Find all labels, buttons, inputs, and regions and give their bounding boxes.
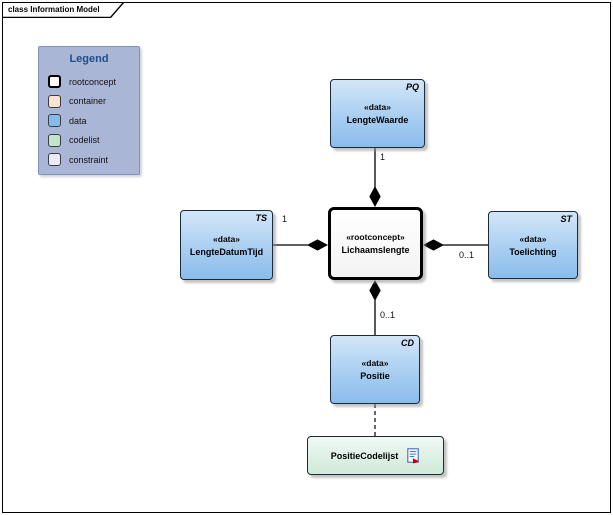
legend-item-rootconcept: rootconcept: [48, 72, 139, 92]
multiplicity-label: 0..1: [459, 250, 475, 260]
node-lichaamslengte[interactable]: «rootconcept» Lichaamslengte: [328, 207, 423, 280]
rootconcept-swatch-icon: [48, 75, 61, 89]
node-name: LengteWaarde: [346, 115, 409, 125]
stereotype-label: «data»: [519, 233, 547, 244]
node-name: Lichaamslengte: [341, 245, 410, 255]
stereotype-label: «data»: [364, 102, 391, 112]
container-swatch-icon: [48, 94, 61, 108]
legend-item-label: rootconcept: [69, 76, 117, 87]
node-name: Positie: [360, 371, 390, 381]
legend-item-label: codelist: [69, 135, 100, 146]
diagram-title: class Information Model: [8, 5, 100, 14]
node-positie[interactable]: CD «data» Positie: [330, 335, 420, 404]
legend-item-constraint: constraint: [48, 150, 139, 170]
legend-item-label: constraint: [69, 154, 109, 165]
multiplicity-label: 0..1: [380, 310, 396, 320]
type-tag: PQ: [405, 82, 419, 92]
multiplicity-label: 1: [282, 214, 288, 224]
stereotype-label: «rootconcept»: [346, 232, 405, 242]
data-swatch-icon: [48, 114, 61, 128]
multiplicity-label: 1: [380, 152, 386, 162]
legend-item-label: container: [69, 96, 107, 107]
type-tag: CD: [401, 338, 414, 348]
node-toelichting[interactable]: ST «data» Toelichting: [488, 211, 578, 279]
node-positiecodelijst[interactable]: PositieCodelijst: [307, 436, 444, 475]
type-tag: TS: [255, 213, 267, 223]
legend-item-container: container: [48, 92, 139, 112]
diagram-title-tab: class Information Model: [3, 3, 124, 18]
stereotype-label: «data»: [213, 233, 240, 244]
node-lengtedatumtijd[interactable]: TS «data» LengteDatumTijd: [180, 210, 273, 280]
legend-item-codelist: codelist: [48, 131, 139, 151]
codelist-swatch-icon: [48, 133, 61, 147]
stereotype-label: «data»: [361, 358, 389, 368]
node-name: PositieCodelijst: [330, 450, 399, 461]
legend-title: Legend: [69, 53, 109, 65]
node-lengtewaarde[interactable]: PQ «data» LengteWaarde: [330, 79, 425, 148]
legend-item-data: data: [48, 111, 139, 131]
node-name: LengteDatumTijd: [189, 246, 264, 257]
node-name: Toelichting: [509, 246, 557, 257]
legend-item-label: data: [69, 115, 87, 126]
type-tag: ST: [560, 214, 572, 224]
codelist-document-icon: [407, 447, 420, 464]
legend-panel: Legend rootconcept container data codeli…: [38, 46, 140, 175]
constraint-swatch-icon: [48, 153, 61, 167]
